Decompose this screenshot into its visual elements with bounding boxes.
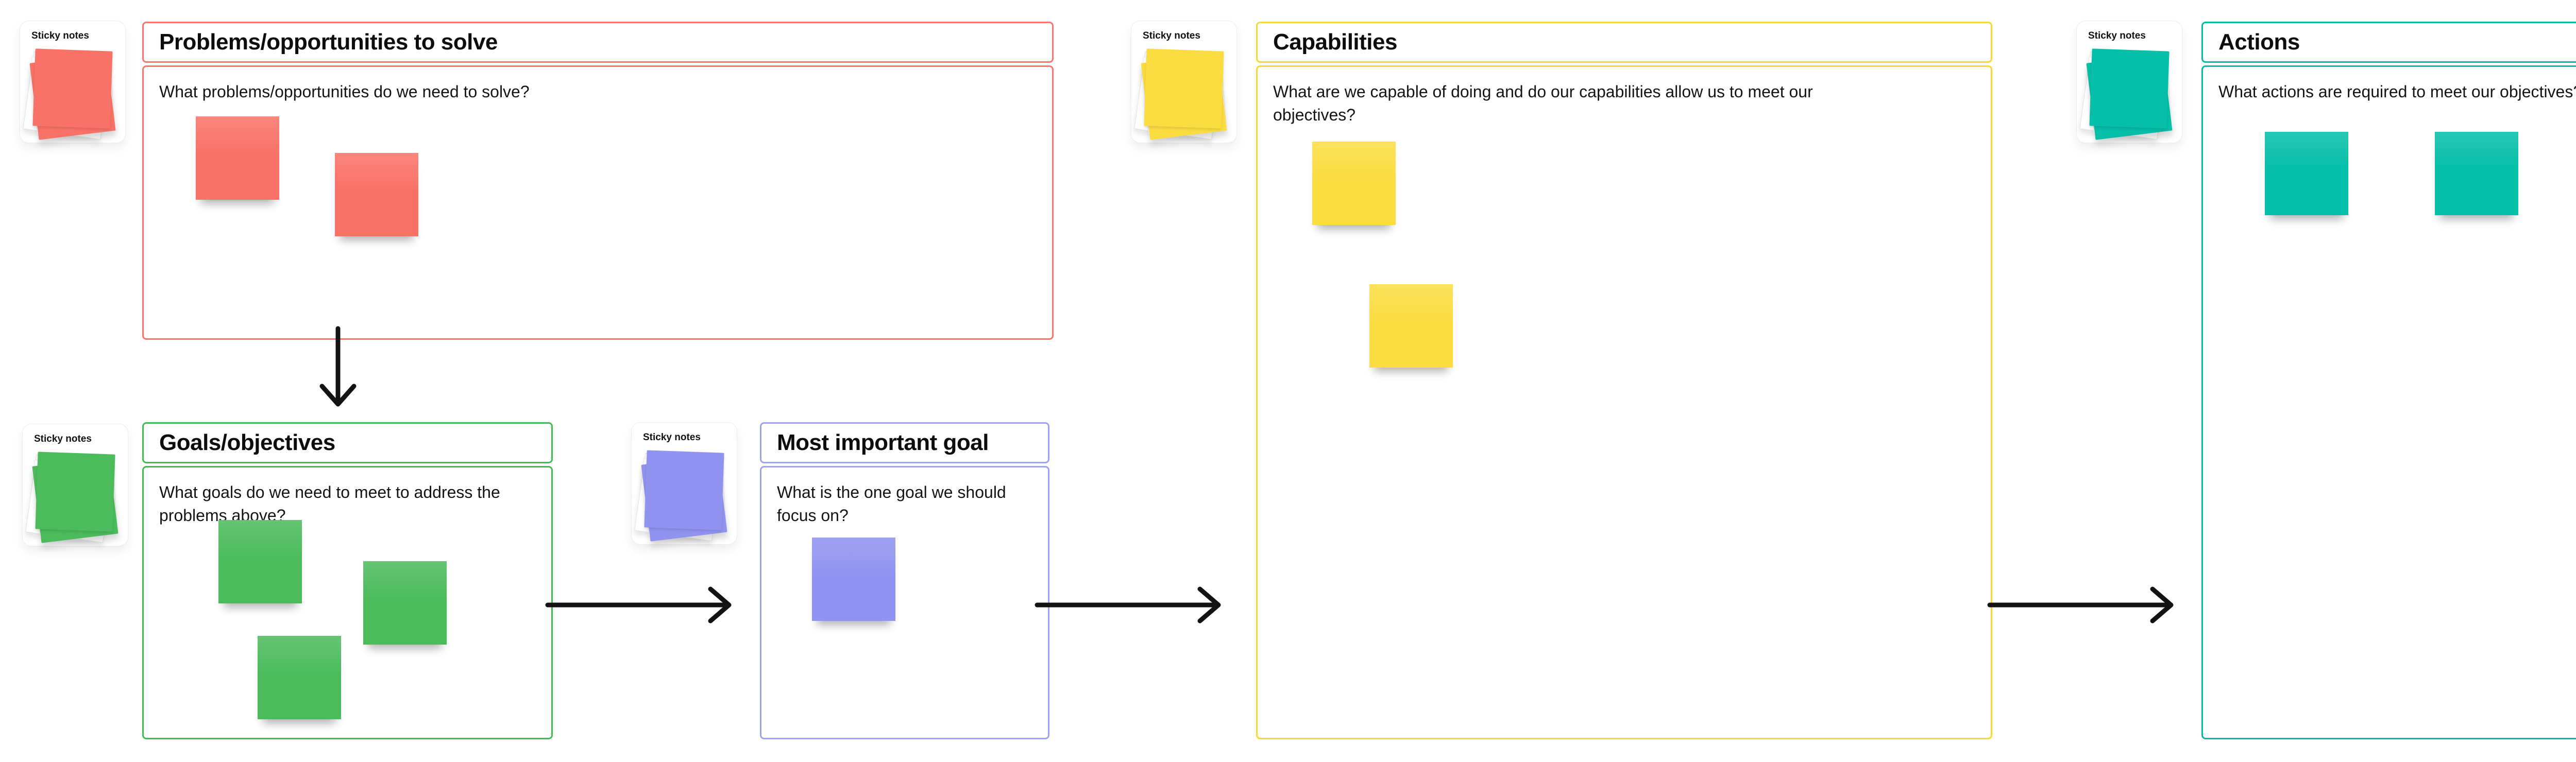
sticky-notes-pack-teal[interactable]: Sticky notes — [2076, 21, 2182, 143]
pack-label: Sticky notes — [31, 30, 89, 41]
section-title: Actions — [2218, 29, 2300, 55]
section-description: What are we capable of doing and do our … — [1273, 82, 1813, 125]
section-body: What problems/opportunities do we need t… — [142, 65, 1054, 340]
pack-label: Sticky notes — [1143, 30, 1200, 41]
sticky-note-purple[interactable] — [812, 538, 895, 621]
section-title: Capabilities — [1273, 29, 1397, 55]
sticky-note-teal[interactable] — [2265, 132, 2348, 215]
sticky-note-green[interactable] — [363, 561, 447, 645]
section-actions[interactable]: Actions What actions are required to mee… — [2201, 22, 2576, 739]
sticky-sheet — [32, 48, 113, 129]
sticky-note-red[interactable] — [196, 116, 279, 200]
arrow-most-important-goal-to-capabilities[interactable] — [1034, 582, 1235, 628]
sticky-sheet — [2089, 48, 2170, 129]
sticky-notes-pack-yellow[interactable]: Sticky notes — [1131, 21, 1237, 143]
section-header: Actions — [2201, 22, 2576, 63]
section-title: Goals/objectives — [159, 430, 335, 455]
section-description: What actions are required to meet our ob… — [2218, 82, 2576, 101]
sticky-note-green[interactable] — [218, 520, 302, 603]
section-header: Goals/objectives — [142, 422, 553, 463]
sticky-sheet — [1144, 48, 1224, 129]
pack-label: Sticky notes — [643, 432, 701, 443]
section-body: What is the one goal we should focus on? — [760, 466, 1049, 739]
sticky-note-yellow[interactable] — [1312, 142, 1396, 225]
section-title: Problems/opportunities to solve — [159, 29, 498, 55]
sticky-notes-pack-green[interactable]: Sticky notes — [22, 424, 128, 546]
sticky-stack-icon — [2079, 48, 2173, 140]
sticky-stack-icon — [25, 451, 118, 543]
arrow-goals-to-most-important-goal[interactable] — [545, 582, 745, 628]
sticky-note-green[interactable] — [258, 636, 341, 719]
sticky-notes-pack-purple[interactable]: Sticky notes — [631, 422, 737, 545]
section-header: Problems/opportunities to solve — [142, 22, 1054, 63]
section-header: Most important goal — [760, 422, 1049, 463]
section-problems[interactable]: Problems/opportunities to solve What pro… — [142, 22, 1054, 340]
section-description: What is the one goal we should focus on? — [777, 483, 1006, 525]
section-body: What actions are required to meet our ob… — [2201, 65, 2576, 739]
section-goals[interactable]: Goals/objectives What goals do we need t… — [142, 422, 553, 739]
section-description: What problems/opportunities do we need t… — [159, 82, 530, 101]
arrow-capabilities-to-actions[interactable] — [1987, 582, 2188, 628]
sticky-notes-pack-red[interactable]: Sticky notes — [20, 21, 126, 143]
section-title: Most important goal — [777, 430, 989, 455]
section-most-important-goal[interactable]: Most important goal What is the one goal… — [760, 422, 1049, 739]
pack-label: Sticky notes — [2088, 30, 2146, 41]
section-body: What goals do we need to meet to address… — [142, 466, 553, 739]
section-capabilities[interactable]: Capabilities What are we capable of doin… — [1256, 22, 1992, 739]
sticky-note-yellow[interactable] — [1369, 284, 1453, 368]
pack-label: Sticky notes — [34, 434, 92, 444]
sticky-stack-icon — [634, 449, 727, 542]
sticky-sheet — [35, 452, 115, 532]
sticky-stack-icon — [1134, 48, 1227, 140]
section-header: Capabilities — [1256, 22, 1992, 63]
sticky-stack-icon — [23, 48, 116, 140]
section-description: What goals do we need to meet to address… — [159, 483, 500, 525]
sticky-sheet — [644, 450, 724, 530]
sticky-note-teal[interactable] — [2435, 132, 2518, 215]
sticky-note-red[interactable] — [335, 153, 418, 236]
arrow-problems-to-goals[interactable] — [315, 325, 361, 418]
